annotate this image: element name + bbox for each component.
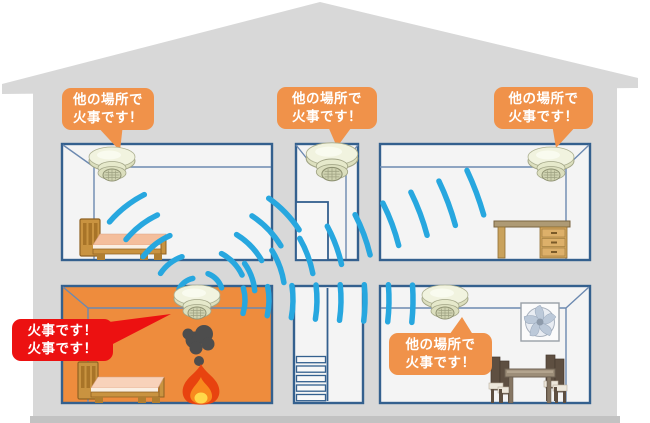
radio-wave-arc — [296, 235, 316, 277]
radio-wave-arc — [140, 232, 173, 260]
radio-wave-arc — [240, 285, 248, 317]
radio-wave-arc — [336, 281, 344, 324]
stairwell-lower — [292, 284, 365, 405]
radio-wave-arc — [384, 282, 392, 325]
radio-wave-arc — [312, 282, 320, 322]
radio-wave-arc — [264, 283, 272, 319]
bubble-line: 他の場所で — [292, 91, 362, 106]
radio-waves — [106, 167, 487, 326]
radio-wave-arc — [409, 282, 416, 326]
radio-wave-arc — [352, 211, 373, 258]
radio-wave-arc — [380, 200, 402, 249]
bubble-line: 他の場所で — [405, 337, 476, 352]
stairs — [295, 355, 327, 402]
smoke-icon — [182, 325, 215, 373]
house-roof — [2, 2, 638, 94]
speech-bubble-tail-upper-left — [95, 124, 123, 151]
radio-wave-arc — [265, 195, 302, 233]
speech-bubble-tail-lower-right — [447, 317, 475, 338]
house-foundation — [30, 416, 620, 423]
radio-wave-arc — [360, 281, 368, 324]
bubble-line: 火事です！ — [508, 108, 579, 124]
speech-bubble-lower-right: 他の場所で 火事です！ — [389, 333, 492, 375]
speech-bubble-tail-upper-middle — [327, 124, 354, 147]
radio-wave-arc — [157, 253, 185, 277]
speech-bubble-upper-left: 他の場所で 火事です！ — [62, 88, 154, 130]
speech-bubble-tail-upper-right — [552, 124, 578, 148]
radio-wave-arc — [408, 189, 430, 239]
radio-wave-arc — [269, 247, 287, 286]
bubble-line: 火事です！ — [73, 109, 143, 125]
speech-bubble-upper-middle: 他の場所で 火事です！ — [277, 87, 377, 129]
radio-wave-arc — [324, 223, 345, 268]
bubble-line: 火事です！ — [27, 340, 98, 356]
speech-bubble-fire-room: 火事です！ 火事です！ — [12, 319, 113, 361]
bubble-line: 火事です！ — [292, 108, 362, 124]
speech-bubble-upper-right: 他の場所で 火事です！ — [494, 87, 593, 129]
radio-wave-arc — [123, 212, 161, 243]
flame-icon — [182, 364, 220, 405]
radio-wave-arc — [241, 260, 258, 294]
radio-wave-arc — [288, 282, 296, 321]
bubble-line: 火事です！ — [405, 354, 476, 370]
radio-wave-arc — [249, 213, 284, 249]
bubble-line: 火事です！ — [27, 323, 98, 338]
dining-set-icon — [488, 354, 568, 404]
bubble-line: 他の場所で — [73, 92, 143, 107]
radio-wave-arc — [436, 178, 459, 229]
radio-wave-arc — [205, 270, 225, 291]
desk-icon — [493, 220, 571, 259]
speech-bubble-tail-fire-room — [109, 314, 171, 346]
radio-wave-arc — [218, 250, 245, 278]
ventilation-fan-icon — [520, 302, 560, 342]
radio-wave-arc — [233, 231, 265, 264]
radio-wave-arc — [106, 191, 148, 225]
bubble-line: 他の場所で — [508, 91, 579, 106]
radio-wave-arc — [464, 167, 487, 218]
